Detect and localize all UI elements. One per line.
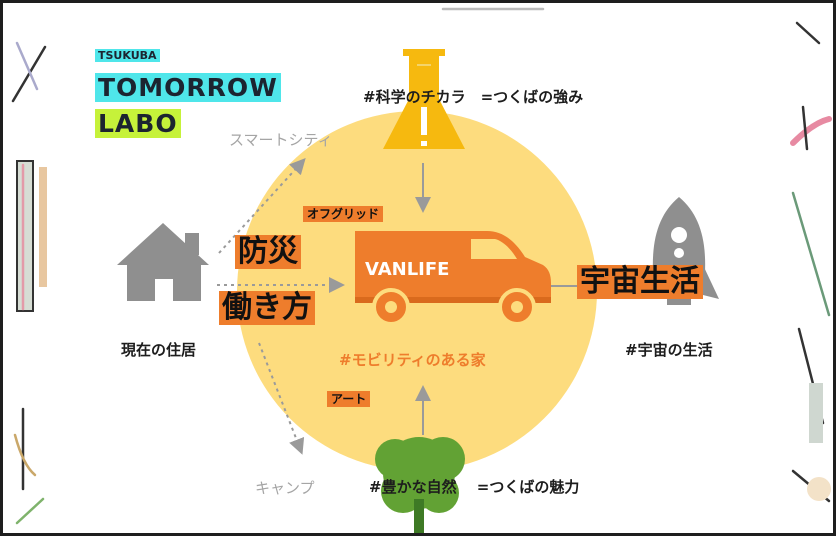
right-edge-doodles [441, 7, 832, 503]
tag-bousai: 防災 [235, 235, 301, 269]
center-caption: #モビリティのある家 [339, 351, 486, 369]
arrow-label-upper: スマートシティ [229, 131, 333, 149]
flask-icon [383, 49, 465, 149]
van-label: VANLIFE [365, 259, 450, 280]
left-caption: 現在の住居 [121, 341, 197, 359]
left-edge-doodles [11, 41, 47, 525]
right-caption: #宇宙の生活 [625, 341, 713, 359]
tree-icon [375, 437, 465, 533]
top-label: #科学のチカラ =つくばの強み [363, 88, 584, 106]
logo-tsukuba: TSUKUBA [95, 49, 160, 62]
logo-tomorrow: TOMORROW [95, 73, 281, 102]
diagram-canvas [11, 7, 832, 533]
tag-offgrid: オフグリッド [303, 206, 384, 222]
van-icon [355, 231, 551, 326]
bottom-label: #豊かな自然 =つくばの魅力 [369, 478, 580, 496]
house-icon [117, 223, 209, 301]
logo-labo: LABO [95, 109, 181, 138]
tag-space-life: 宇宙生活 [577, 265, 703, 299]
arrow-to-camp [258, 342, 305, 455]
tag-art: アート [327, 391, 371, 407]
tag-hatarakikata: 働き方 [219, 291, 315, 325]
arrow-label-lower: キャンプ [255, 479, 315, 497]
